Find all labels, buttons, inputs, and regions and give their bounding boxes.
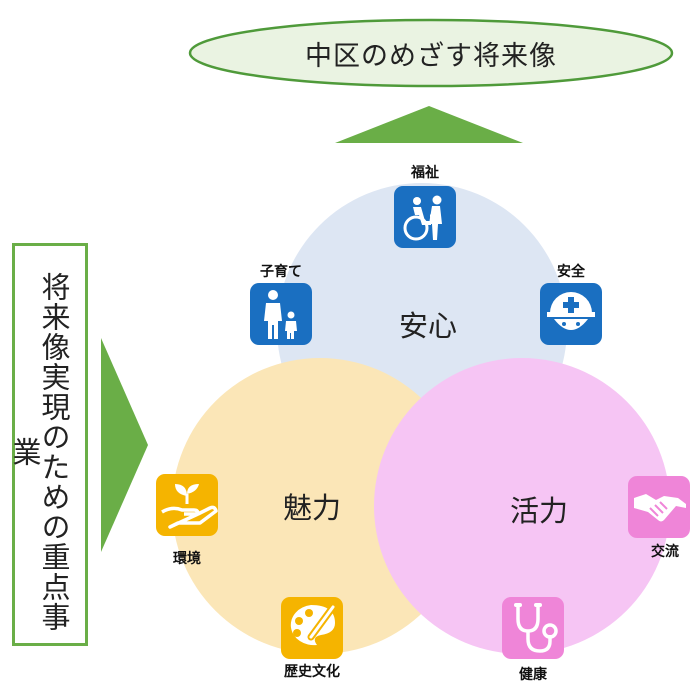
caption-environment: 環境 [173, 551, 201, 567]
sprout-hand-icon [156, 474, 218, 536]
caption-history: 歴史文化 [284, 664, 340, 680]
right-arrow [101, 338, 148, 552]
handshake-icon [628, 476, 690, 538]
palette-brush-icon [281, 597, 343, 659]
label-anshin: 安心 [398, 309, 457, 343]
stethoscope-icon [502, 597, 564, 659]
caption-exchange: 交流 [651, 544, 679, 560]
circle-katsuryoku [374, 358, 670, 654]
label-katsuryoku: 活力 [509, 494, 568, 528]
vision-ellipse [188, 18, 674, 88]
priority-projects-label: 将来像実現のための重点事業 [8, 271, 71, 632]
caption-safety: 安全 [557, 264, 585, 280]
parent-child-icon [250, 283, 312, 345]
caption-welfare: 福祉 [411, 165, 439, 181]
wheelchair-assist-icon [394, 186, 456, 248]
safety-helmet-icon [540, 283, 602, 345]
label-miryoku: 魅力 [282, 491, 341, 525]
caption-health: 健康 [519, 667, 547, 683]
vision-title: 中区のめざす将来像 [305, 40, 557, 72]
caption-childcare: 子育て [260, 264, 302, 280]
up-arrow [335, 106, 523, 143]
priority-projects-panel: 将来像実現のための重点事業 [8, 243, 88, 646]
